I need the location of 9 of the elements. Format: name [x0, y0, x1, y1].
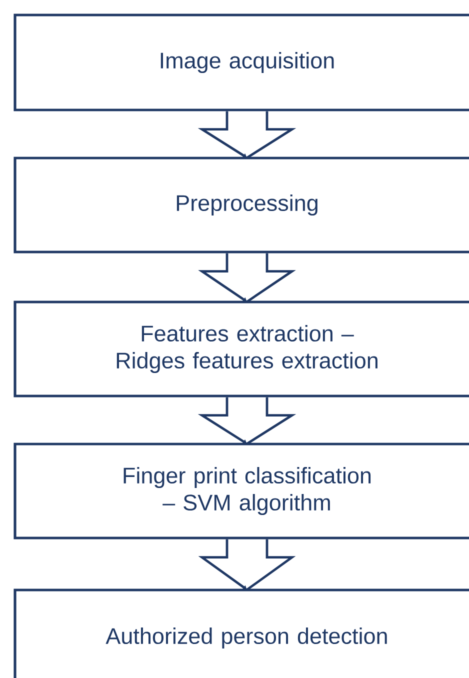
block-arrow [198, 252, 296, 303]
block-arrow [198, 538, 296, 591]
process-box: Finger print classification – SVM algorithm [14, 442, 469, 540]
block-arrow [198, 110, 296, 159]
process-box: Preprocessing [14, 156, 469, 254]
block-arrow [198, 396, 296, 445]
process-box: Image acquisition [14, 14, 469, 112]
process-box: Authorized person detection [14, 588, 469, 678]
process-box: Features extraction – Ridges features extraction [14, 300, 469, 398]
